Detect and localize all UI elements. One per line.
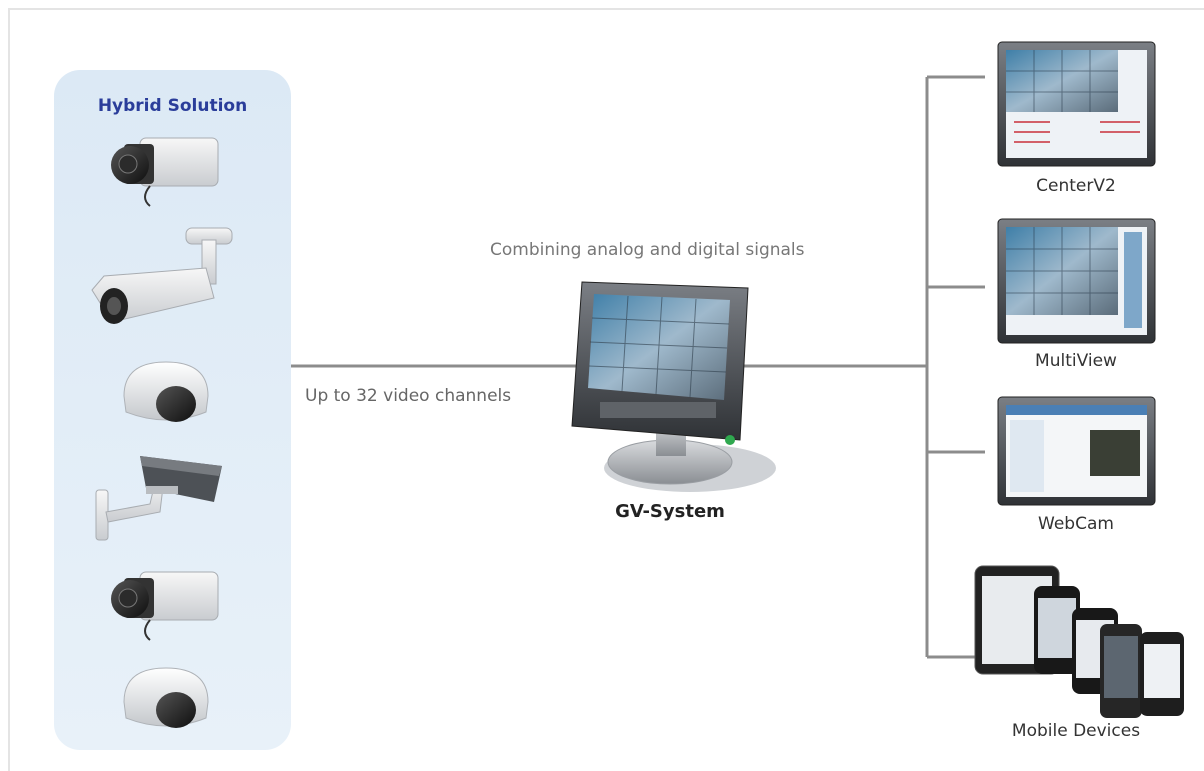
mobile-devices-label: Mobile Devices (1011, 721, 1141, 741)
gv-system-label: GV-System (615, 501, 725, 522)
video-channels-label: Up to 32 video channels (305, 386, 512, 406)
box-camera-icon (111, 571, 219, 641)
gv-system-monitor-icon (571, 281, 776, 492)
mobile-devices-icon (974, 565, 1184, 718)
dome-camera-icon (123, 667, 209, 728)
webcam-label: WebCam (1038, 514, 1114, 534)
connector-lines (291, 75, 985, 659)
centerv2-label: CenterV2 (1036, 176, 1116, 196)
multiview-label: MultiView (1035, 351, 1117, 371)
hybrid-solution-title: Hybrid Solution (97, 96, 248, 116)
webcam-screen-icon (997, 396, 1156, 506)
frame-border (8, 8, 1204, 771)
dome-camera-icon (123, 361, 209, 422)
box-camera-icon (111, 137, 219, 207)
bullet-camera-icon (91, 227, 233, 324)
housing-camera-icon (95, 456, 222, 541)
combining-signals-label: Combining analog and digital signals (490, 240, 805, 260)
centerv2-screen-icon (997, 41, 1156, 167)
multiview-screen-icon (997, 218, 1156, 344)
